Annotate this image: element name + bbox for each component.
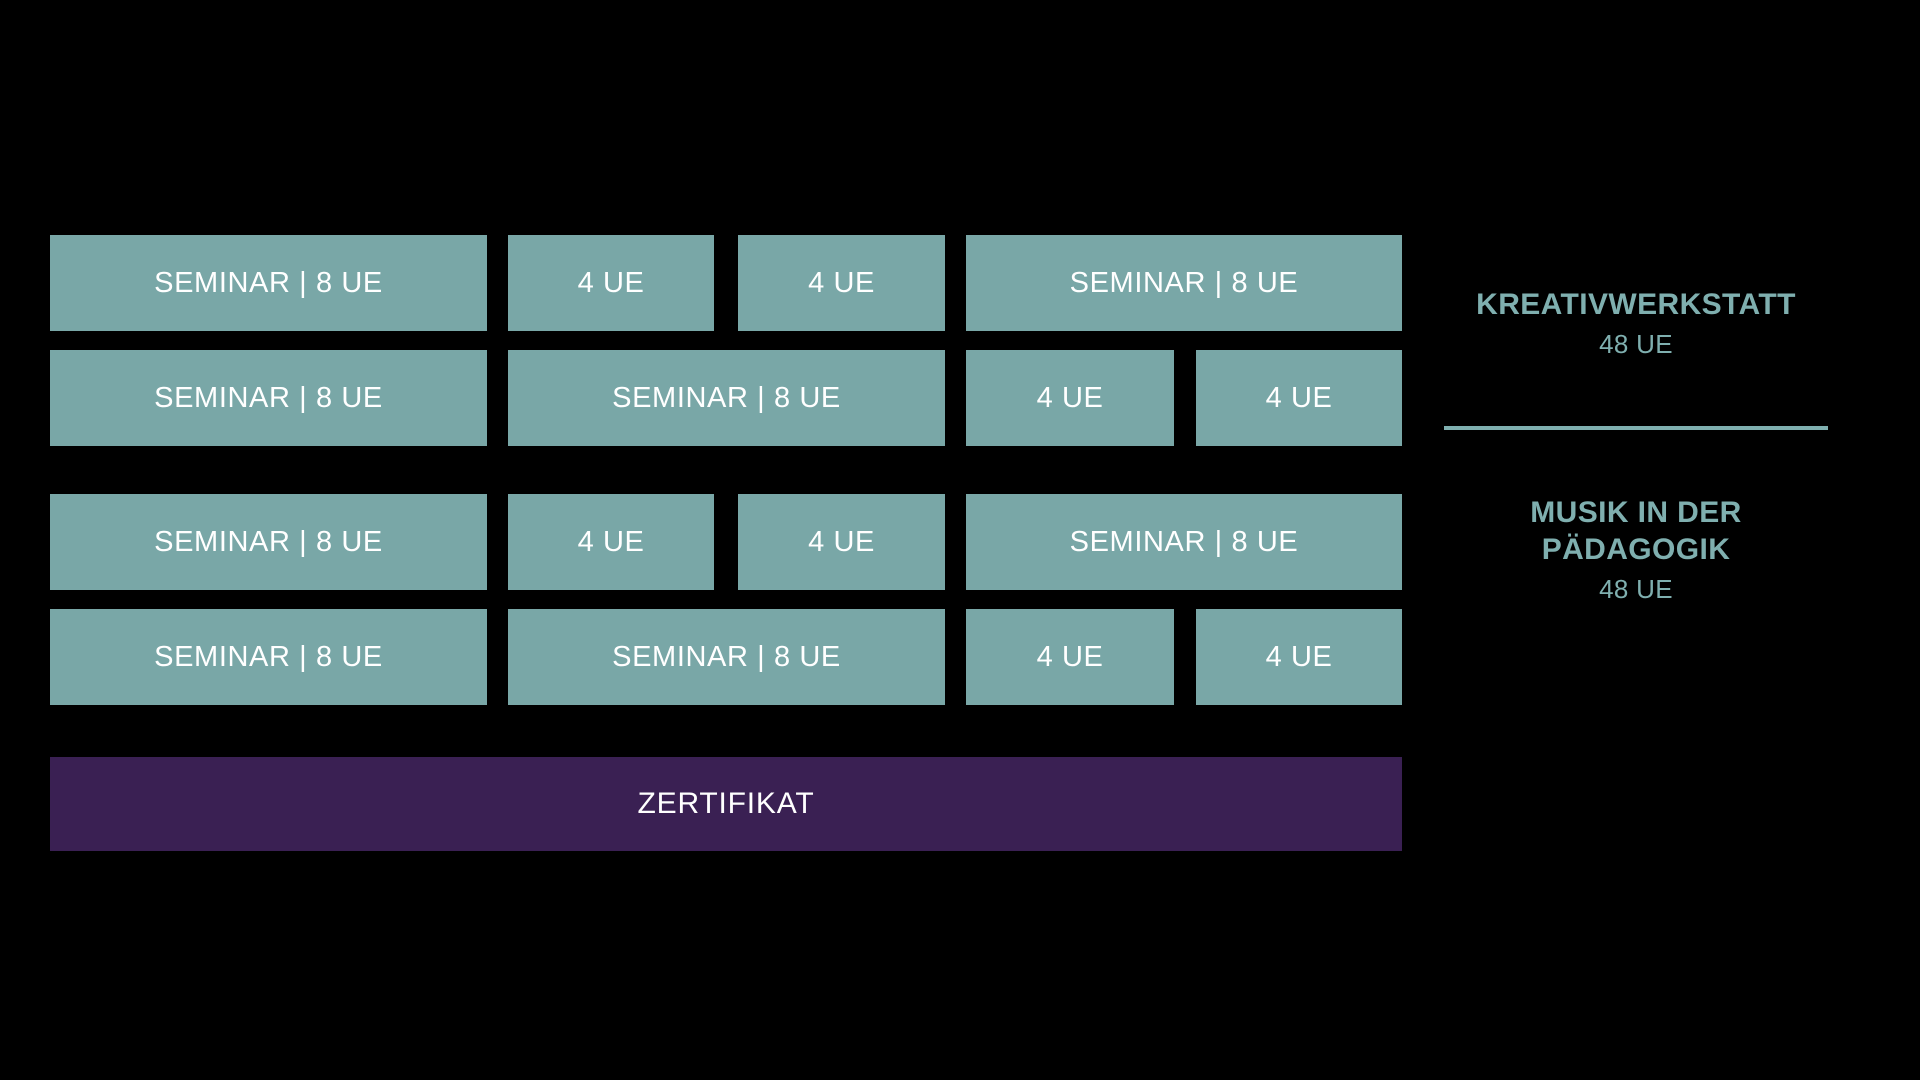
track-spacer (50, 446, 1402, 494)
module-bar-label: 4 UE (1265, 381, 1333, 414)
track-kreativwerkstatt: KREATIVWERKSTATT 48 UE (1444, 286, 1828, 362)
module-bar-label: SEMINAR | 8 UE (612, 381, 841, 414)
module-row-musik-1: SEMINAR | 8 UE 4 UE 4 UE SEMINAR | 8 UE (50, 494, 1402, 590)
module-bar-seminar[interactable]: SEMINAR | 8 UE (50, 235, 487, 331)
row-spacer (50, 331, 1402, 350)
module-bar-label: 4 UE (1036, 640, 1104, 673)
module-bar-seminar[interactable]: SEMINAR | 8 UE (50, 494, 487, 590)
row-spacer (50, 590, 1402, 609)
module-bar-seminar[interactable]: SEMINAR | 8 UE (966, 235, 1402, 331)
module-bar-unit[interactable]: 4 UE (738, 235, 945, 331)
module-bar-label: 4 UE (577, 525, 645, 558)
track-hours: 48 UE (1599, 328, 1673, 359)
legend-spacer (1444, 430, 1828, 494)
module-bar-unit[interactable]: 4 UE (738, 494, 945, 590)
track-title: MUSIK IN DER PÄDAGOGIK (1530, 495, 1742, 567)
certificate-bar[interactable]: ZERTIFIKAT (50, 757, 1402, 851)
module-bar-label: 4 UE (1036, 381, 1104, 414)
module-bar-unit[interactable]: 4 UE (508, 235, 714, 331)
module-bar-label: 4 UE (808, 266, 875, 299)
module-row-kreativwerkstatt-2: SEMINAR | 8 UE SEMINAR | 8 UE 4 UE 4 UE (50, 350, 1402, 446)
track-divider (1444, 425, 1828, 430)
module-bar-seminar[interactable]: SEMINAR | 8 UE (508, 350, 945, 446)
module-bar-seminar[interactable]: SEMINAR | 8 UE (966, 494, 1402, 590)
module-bar-seminar[interactable]: SEMINAR | 8 UE (50, 350, 487, 446)
module-bar-label: SEMINAR | 8 UE (154, 381, 383, 414)
module-bar-label: SEMINAR | 8 UE (1069, 266, 1299, 299)
module-bar-label: SEMINAR | 8 UE (154, 640, 383, 673)
track-musik-in-der-paedagogik: MUSIK IN DER PÄDAGOGIK 48 UE (1444, 494, 1828, 607)
certificate-label: ZERTIFIKAT (637, 787, 815, 820)
module-row-musik-2: SEMINAR | 8 UE SEMINAR | 8 UE 4 UE 4 UE (50, 609, 1402, 705)
module-bar-unit[interactable]: 4 UE (1196, 609, 1402, 705)
module-bar-unit[interactable]: 4 UE (1196, 350, 1402, 446)
module-bar-label: SEMINAR | 8 UE (612, 640, 841, 673)
module-bar-seminar[interactable]: SEMINAR | 8 UE (508, 609, 945, 705)
track-title: KREATIVWERKSTATT (1476, 288, 1796, 321)
track-hours: 48 UE (1599, 574, 1673, 605)
module-bar-label: SEMINAR | 8 UE (1069, 525, 1299, 558)
module-bar-unit[interactable]: 4 UE (966, 609, 1174, 705)
module-row-kreativwerkstatt-1: SEMINAR | 8 UE 4 UE 4 UE SEMINAR | 8 UE (50, 235, 1402, 331)
module-bar-label: 4 UE (1265, 640, 1333, 673)
track-legend: KREATIVWERKSTATT 48 UE MUSIK IN DER PÄDA… (1444, 286, 1828, 607)
module-bar-label: SEMINAR | 8 UE (154, 525, 383, 558)
module-bar-seminar[interactable]: SEMINAR | 8 UE (50, 609, 487, 705)
module-bar-label: 4 UE (808, 525, 875, 558)
module-bar-unit[interactable]: 4 UE (966, 350, 1174, 446)
module-grid: SEMINAR | 8 UE 4 UE 4 UE SEMINAR | 8 UE … (50, 235, 1402, 851)
module-bar-unit[interactable]: 4 UE (508, 494, 714, 590)
module-bar-label: 4 UE (577, 266, 645, 299)
module-bar-label: SEMINAR | 8 UE (154, 266, 383, 299)
certificate-spacer (50, 705, 1402, 757)
legend-spacer (1444, 362, 1828, 426)
